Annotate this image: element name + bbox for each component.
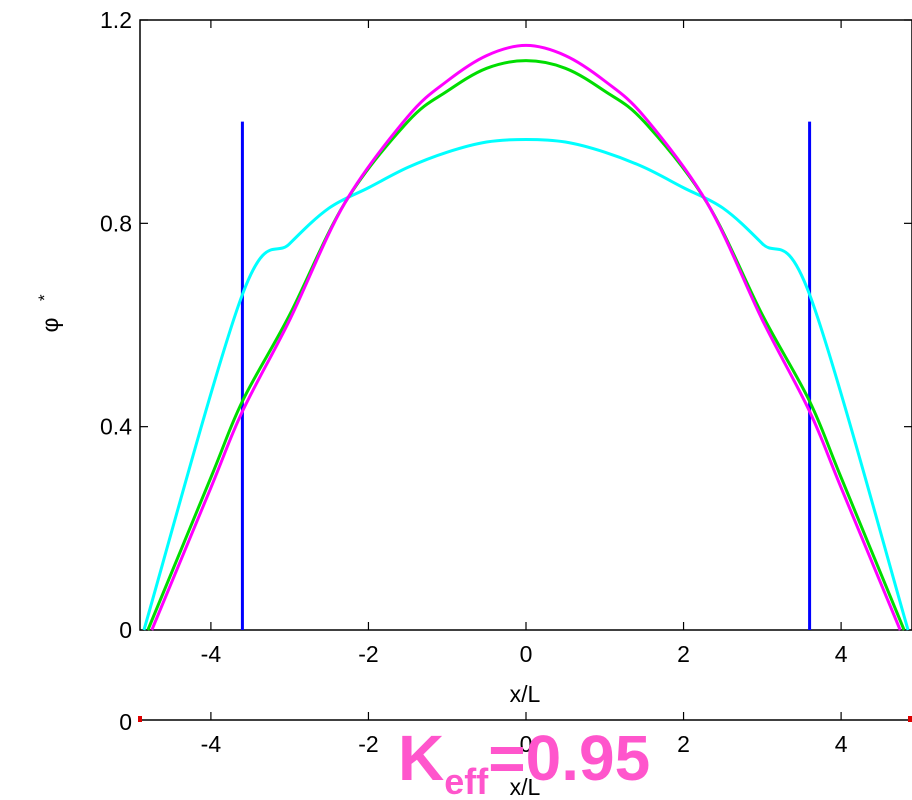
x-tick-label: 2 xyxy=(677,641,690,667)
keff-main: K xyxy=(398,722,444,794)
y-axis-label-superscript: * xyxy=(35,294,54,301)
plot-area xyxy=(139,19,912,631)
x-tick-label: -4 xyxy=(201,641,222,667)
region-boundaries xyxy=(240,121,812,630)
artifact-red-mark xyxy=(138,716,142,722)
series-line-2 xyxy=(146,59,906,631)
x-tick-label: 0 xyxy=(520,641,533,667)
overlapped-lower-axis: -4 -2 0 2 4 0 x/L xyxy=(119,709,912,800)
artifact-tick-label: 0 xyxy=(520,731,533,757)
series-line-3 xyxy=(150,43,902,631)
series-line-1 xyxy=(142,137,910,631)
keff-subscript: eff xyxy=(444,761,489,800)
y-tick-label: 0.4 xyxy=(100,414,132,440)
series-lines xyxy=(142,43,910,631)
y-axis-label-group: φ * xyxy=(35,294,63,332)
x-tick-label: -2 xyxy=(358,641,378,667)
keff-value: =0.95 xyxy=(488,722,650,794)
artifact-tick-label: 2 xyxy=(677,731,690,757)
artifact-red-mark xyxy=(908,716,912,722)
axis-ticks: -4 -2 0 2 4 0 0.4 0.8 1.2 xyxy=(100,7,912,667)
x-axis-label: x/L xyxy=(510,681,541,707)
artifact-tick-label: -2 xyxy=(358,731,378,757)
y-tick-label: 1.2 xyxy=(100,7,132,33)
artifact-ytick-label: 0 xyxy=(119,709,132,735)
y-tick-label: 0.8 xyxy=(100,210,132,236)
y-axis-label: φ xyxy=(37,318,63,333)
artifact-xlabel: x/L xyxy=(510,774,541,800)
keff-annotation: Keff=0.95 xyxy=(398,722,650,800)
x-tick-label: 4 xyxy=(835,641,848,667)
y-tick-label: 0 xyxy=(119,617,132,643)
artifact-tick-label: 4 xyxy=(835,731,848,757)
artifact-tick-label: -4 xyxy=(201,731,222,757)
